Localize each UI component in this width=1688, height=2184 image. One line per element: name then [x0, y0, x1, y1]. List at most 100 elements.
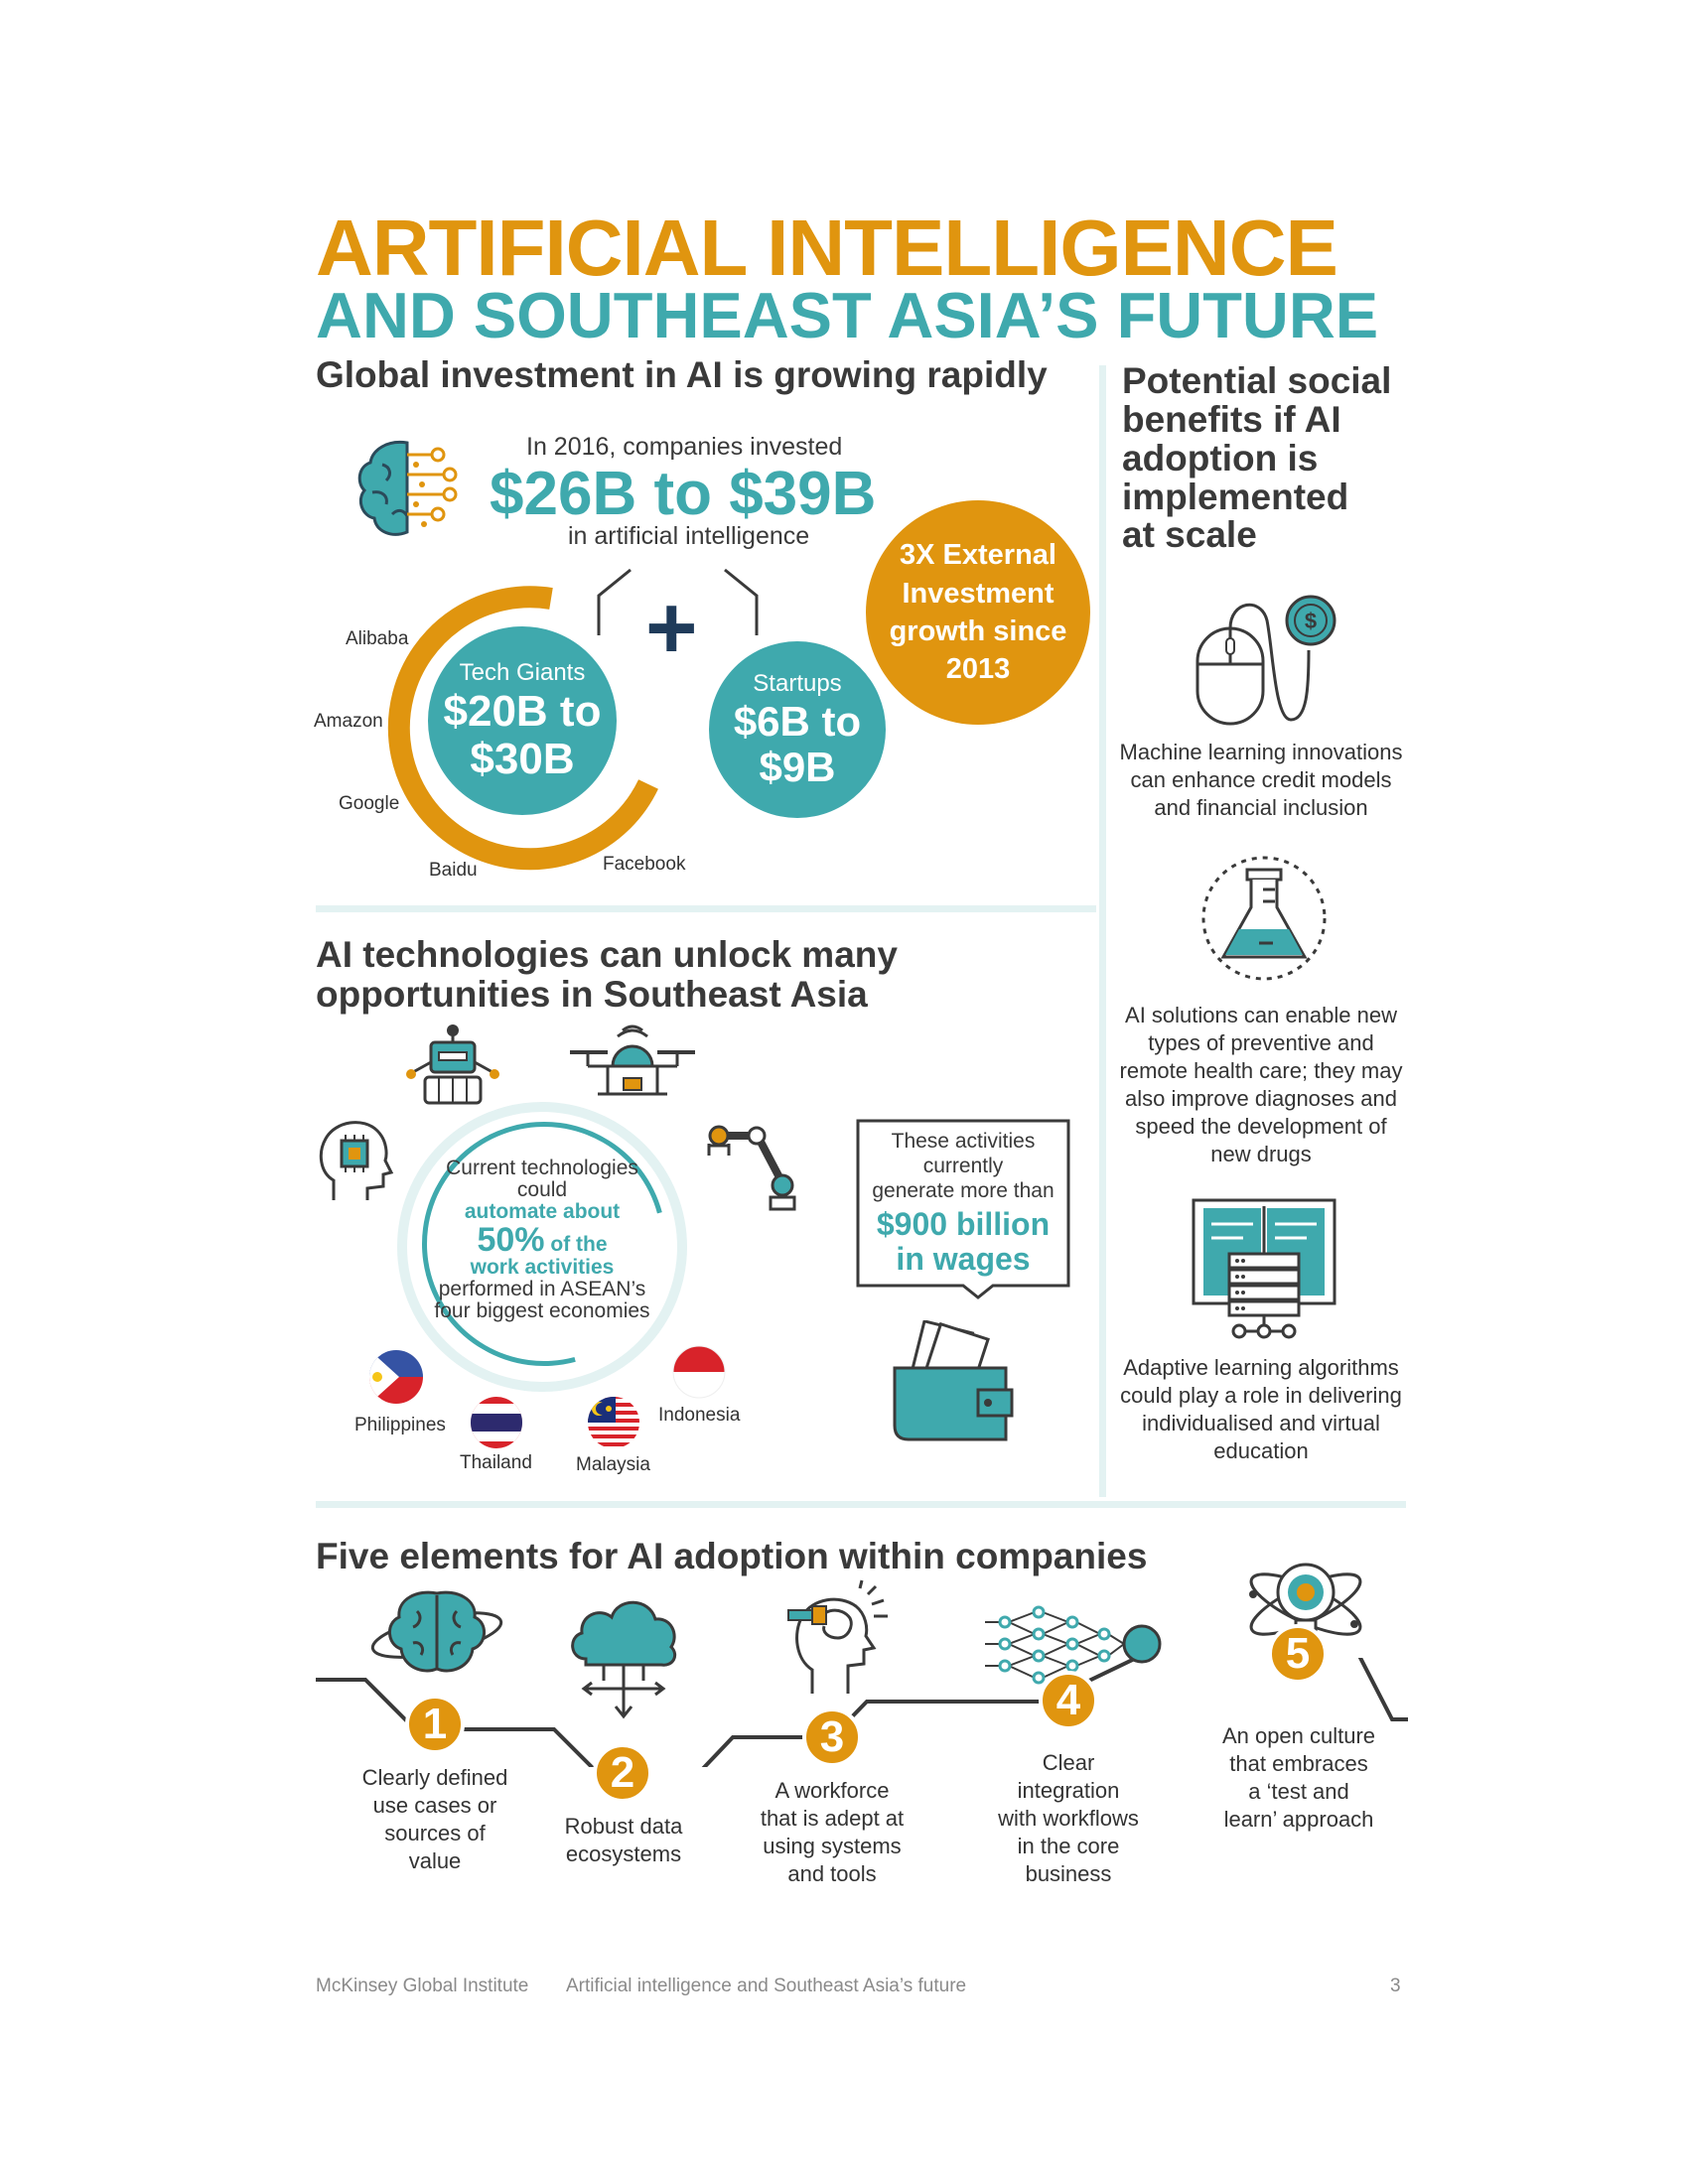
- social-item-1-line-2: can enhance credit models: [1130, 766, 1392, 792]
- step-2-line-2: ecosystems: [565, 1841, 682, 1866]
- growth-line-4: 2013: [945, 653, 1011, 686]
- step-3-line-1: A workforce: [774, 1778, 890, 1803]
- cloud-data-icon: [571, 1600, 677, 1719]
- wages-amount-2: in wages: [896, 1240, 1031, 1277]
- investment-intro: In 2016, companies invested: [526, 433, 843, 461]
- investment-amount: $26B to $39B: [490, 460, 877, 528]
- automate-highlight-2: of the: [544, 1233, 608, 1257]
- bracket-connector: [597, 568, 759, 635]
- social-item-1-line-3: and financial inclusion: [1154, 794, 1368, 820]
- head-chip-icon: [319, 1121, 394, 1200]
- wages-line-3: generate more than: [872, 1178, 1055, 1202]
- wages-speech-bubble: [856, 1119, 1070, 1299]
- step-3-line-2: that is adept at: [760, 1805, 905, 1831]
- social-item-2-line-1: AI solutions can enable new: [1125, 1003, 1397, 1027]
- brain-circuit-icon: [357, 440, 458, 536]
- social-heading-2: benefits if AI: [1122, 398, 1341, 440]
- step-4-line-3: with workflows: [998, 1805, 1139, 1831]
- step-3-line-4: and tools: [787, 1860, 877, 1886]
- mouse-dollar-icon: $: [1196, 595, 1336, 726]
- step-5-line-2: that embraces: [1229, 1750, 1368, 1776]
- step-4-line-4: in the core: [1017, 1833, 1120, 1858]
- automate-text: Current technologies could automate abou…: [415, 1157, 669, 1323]
- footer-doc-title: Artificial intelligence and Southeast As…: [566, 1976, 967, 1996]
- head-vr-icon: [787, 1579, 888, 1694]
- section-divider-1: [316, 905, 1096, 912]
- step-3-caption: A workforce that is adept at using syste…: [743, 1777, 921, 1888]
- social-item-3-line-4: education: [1213, 1437, 1309, 1463]
- automate-line-3: performed in ASEAN’s: [438, 1278, 646, 1301]
- drone-icon: [570, 1024, 695, 1096]
- growth-line-2: Investment: [902, 577, 1055, 610]
- wages-text: These activities currently generate more…: [858, 1130, 1068, 1276]
- robot-icon: [406, 1024, 499, 1105]
- tech-giants-ring: [387, 586, 658, 871]
- wages-line-1: These activities: [891, 1130, 1036, 1153]
- step-4-line-5: business: [1025, 1860, 1112, 1886]
- startups-value-2: $9B: [759, 744, 836, 791]
- step-4-line-1: Clear: [1042, 1750, 1095, 1775]
- company-amazon: Amazon: [314, 711, 383, 732]
- footer-publisher: McKinsey Global Institute: [316, 1976, 529, 1996]
- wages-amount-1: $900 billion: [876, 1206, 1051, 1243]
- growth-line-3: growth since: [889, 615, 1067, 647]
- brain-orbit-icon: [370, 1590, 503, 1673]
- social-item-2-line-4: also improve diagnoses and: [1125, 1085, 1397, 1111]
- social-heading-3: adoption is: [1122, 437, 1319, 478]
- social-item-2-line-3: remote health care; they may: [1119, 1057, 1403, 1083]
- country-malaysia: Malaysia: [576, 1454, 650, 1475]
- step-2-caption: Robust data ecosystems: [534, 1813, 713, 1868]
- page-title-line1: ARTIFICIAL INTELLIGENCE: [316, 204, 1338, 292]
- social-item-2-line-2: types of preventive and: [1148, 1029, 1374, 1055]
- social-item-1-line-1: Machine learning innovations: [1119, 740, 1403, 764]
- wallet-icon: [893, 1320, 1014, 1441]
- plus-sign: +: [645, 579, 698, 678]
- indonesia-flag-icon: [672, 1345, 726, 1399]
- step-5-badge: 5: [1268, 1624, 1328, 1684]
- elements-heading: Five elements for AI adoption within com…: [316, 1536, 1148, 1576]
- company-baidu: Baidu: [429, 860, 478, 881]
- automate-line-2: could: [516, 1178, 568, 1202]
- country-philippines: Philippines: [354, 1415, 446, 1435]
- social-heading-1: Potential social: [1122, 360, 1392, 401]
- automate-line-1: Current technologies: [446, 1157, 638, 1179]
- social-item-3-caption: Adaptive learning algorithms could play …: [1112, 1354, 1410, 1465]
- automate-highlight-1: automate about: [464, 1200, 621, 1224]
- social-heading: Potential social benefits if AI adoption…: [1122, 360, 1392, 555]
- company-google: Google: [339, 793, 400, 814]
- growth-line-1: 3X External: [900, 539, 1056, 572]
- step-2-line-1: Robust data: [564, 1814, 683, 1839]
- opportunities-heading-2: opportunities in Southeast Asia: [316, 974, 868, 1015]
- step-3-line-3: using systems: [763, 1833, 902, 1858]
- step-1-badge: 1: [405, 1695, 465, 1754]
- investment-heading: Global investment in AI is growing rapid…: [316, 354, 1048, 395]
- automate-percent: 50%: [477, 1221, 545, 1260]
- step-4-line-2: integration: [1017, 1777, 1120, 1803]
- thailand-flag-icon: [471, 1397, 522, 1448]
- country-indonesia: Indonesia: [658, 1405, 741, 1426]
- tech-giants-value-2: $30B: [470, 735, 575, 784]
- tech-giants-label: Tech Giants: [459, 658, 586, 686]
- flask-icon: [1201, 856, 1327, 981]
- social-item-3-line-3: individualised and virtual: [1142, 1410, 1380, 1435]
- social-heading-4: implemented: [1122, 476, 1349, 517]
- wages-line-2: currently: [922, 1154, 1004, 1177]
- step-4-caption: Clear integration with workflows in the …: [979, 1749, 1158, 1888]
- social-item-1-caption: Machine learning innovations can enhance…: [1112, 739, 1410, 822]
- section-divider-2: [316, 1501, 1406, 1508]
- column-divider: [1099, 365, 1106, 1497]
- investment-outro: in artificial intelligence: [568, 522, 810, 550]
- social-item-2-line-6: new drugs: [1210, 1141, 1312, 1166]
- step-1-line-1: Clearly defined: [361, 1765, 508, 1790]
- tech-giants-circle: Tech Giants $20B to $30B: [422, 620, 623, 821]
- tech-giants-value-1: $20B to: [443, 686, 602, 736]
- social-item-2-caption: AI solutions can enable new types of pre…: [1112, 1002, 1410, 1168]
- automate-line-4: four biggest economies: [434, 1299, 650, 1323]
- page-title-line2: AND SOUTHEAST ASIA’S FUTURE: [316, 279, 1379, 351]
- social-item-3-line-2: could play a role in delivering: [1120, 1382, 1402, 1408]
- automate-ring: [397, 1102, 687, 1392]
- step-5-line-4: learn’ approach: [1223, 1806, 1374, 1832]
- country-thailand: Thailand: [460, 1452, 532, 1473]
- step-1-line-3: sources of: [384, 1820, 486, 1845]
- growth-circle: 3X External Investment growth since 2013: [866, 500, 1090, 725]
